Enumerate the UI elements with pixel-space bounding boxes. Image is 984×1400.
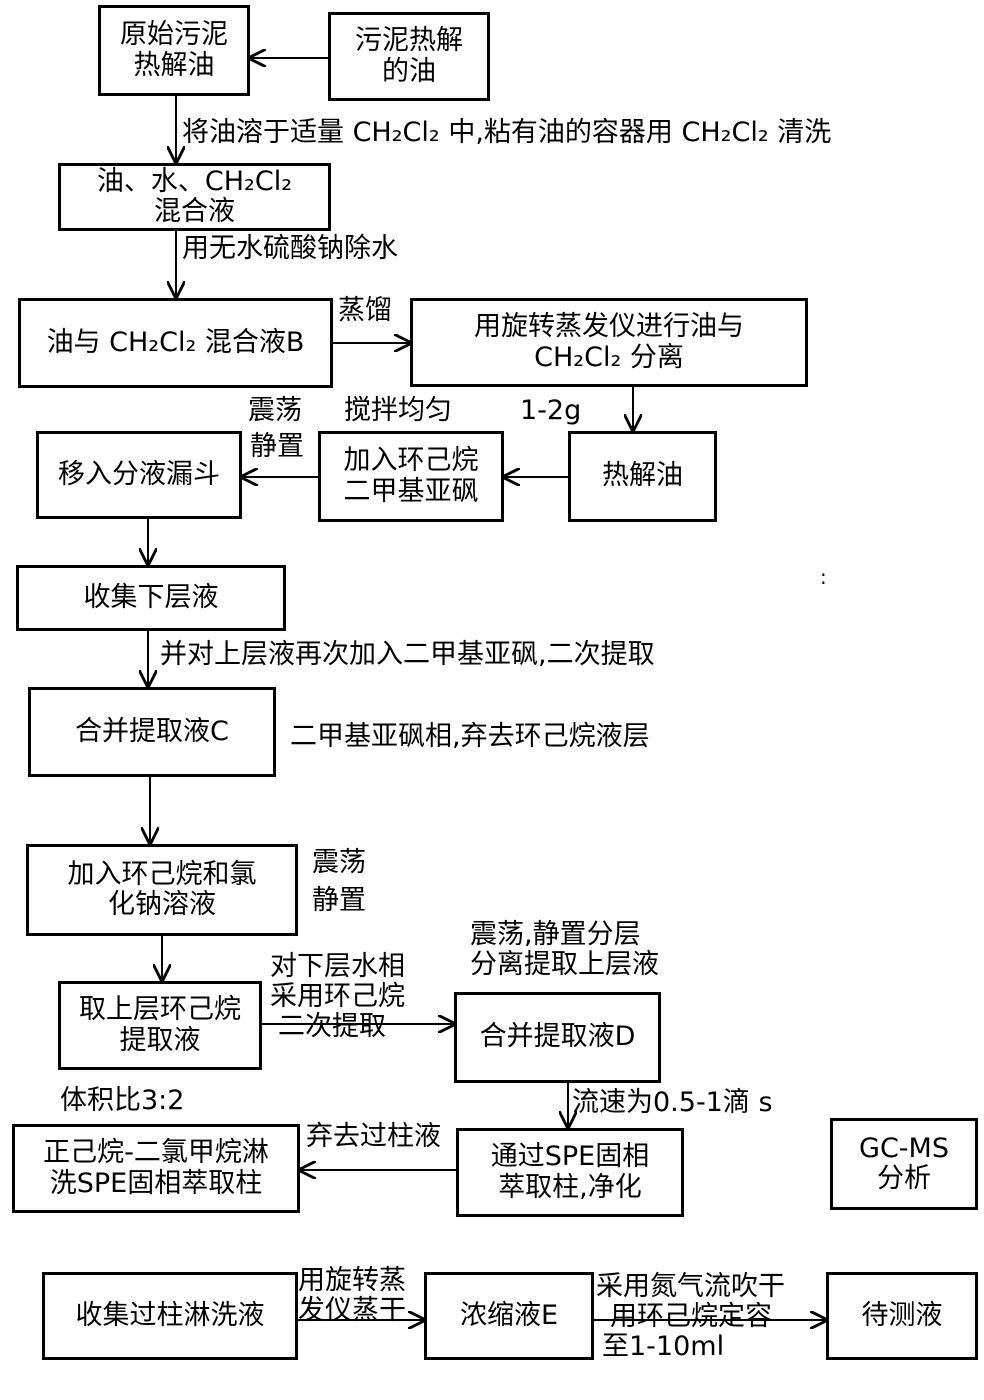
- label-remove-water: 用无水硫酸钠除水: [182, 233, 398, 264]
- node-text: 原始污泥: [120, 19, 228, 51]
- label-stand-2: 静置: [312, 885, 366, 916]
- node-text: 化钠溶液: [108, 889, 216, 920]
- node-text: 油与 CH₂Cl₂ 混合液B: [46, 326, 305, 358]
- node-concentrate-e: 浓缩液E: [424, 1272, 594, 1360]
- node-collect-eluate: 收集过柱淋洗液: [42, 1272, 298, 1360]
- label-line: 发仪蒸干: [298, 1295, 406, 1327]
- label-flow-rate: 流速为0.5-1滴 s: [572, 1087, 773, 1118]
- label-line: 至1-10ml: [602, 1331, 725, 1363]
- node-spe-cleanup: 通过SPE固相萃取柱,净化: [456, 1128, 684, 1217]
- label-line: 采用环己烷: [270, 981, 405, 1013]
- node-text: 热解油: [602, 460, 683, 492]
- node-upper-cyclohexane-extract: 取上层环己烷提取液: [58, 981, 262, 1070]
- label-colon-mark: :: [820, 565, 827, 589]
- node-mixture-b: 油与 CH₂Cl₂ 混合液B: [18, 298, 333, 388]
- node-text: 合并提取液D: [479, 1021, 636, 1053]
- label-aqueous-reextract: 对下层水相 采用环己烷 二次提取: [270, 951, 405, 1043]
- node-text: 正己烷-二氯甲烷淋: [43, 1137, 269, 1169]
- node-text: CH₂Cl₂ 分离: [534, 341, 684, 373]
- node-sludge-pyrolysis-oil: 污泥热解的油: [328, 12, 490, 101]
- node-separatory-funnel: 移入分液漏斗: [36, 431, 242, 519]
- label-line: 二次提取: [278, 1011, 386, 1043]
- node-text: 污泥热解: [355, 25, 463, 57]
- label-second-extraction: 并对上层液再次加入二甲基亚砜,二次提取: [160, 639, 655, 670]
- node-text: 萃取柱,净化: [498, 1171, 642, 1203]
- node-text: 加入环己烷和氯: [67, 858, 257, 890]
- node-raw-sludge-pyrolysis-oil: 原始污泥热解油: [98, 5, 250, 96]
- node-text: 加入环己烷: [343, 445, 479, 477]
- label-distill: 蒸馏: [338, 295, 392, 326]
- node-combined-extract-d: 合并提取液D: [454, 992, 661, 1083]
- node-text: GC-MS: [859, 1132, 949, 1164]
- node-text: 通过SPE固相: [490, 1141, 650, 1173]
- node-text: 收集过柱淋洗液: [75, 1299, 265, 1331]
- label-rotary-dry: 用旋转蒸 发仪蒸干: [298, 1265, 406, 1327]
- label-stir-evenly: 搅拌均匀: [344, 395, 452, 426]
- label-volume-ratio: 体积比3:2: [60, 1085, 185, 1116]
- node-add-cyclohexane-dmso: 加入环己烷二甲基亚砜: [318, 431, 504, 522]
- node-text: 二甲基亚砜: [343, 475, 479, 507]
- node-pyrolysis-oil: 热解油: [568, 431, 717, 522]
- label-shake: 震荡: [248, 395, 302, 426]
- node-combined-extract-c: 合并提取液C: [28, 687, 276, 777]
- node-text: 待测液: [861, 1299, 943, 1331]
- node-add-cyclohexane-nacl: 加入环己烷和氯化钠溶液: [26, 844, 298, 936]
- label-stand: 静置: [250, 431, 304, 462]
- label-nitrogen-dry-constant-volume: 采用氮气流吹干 用环己烷定容 至1-10ml: [596, 1271, 785, 1363]
- label-layer-separation: 震荡,静置分层 分离提取上层液: [470, 919, 659, 981]
- label-line: 采用氮气流吹干: [596, 1271, 785, 1302]
- label-line: 震荡,静置分层: [470, 919, 641, 950]
- node-text: 取上层环己烷: [79, 994, 241, 1026]
- label-dmso-phase: 二甲基亚砜相,弃去环己烷液层: [290, 721, 650, 752]
- node-text: 提取液: [119, 1024, 201, 1056]
- node-text: 热解油: [133, 49, 215, 81]
- label-line: 用旋转蒸: [298, 1265, 406, 1296]
- node-text: 移入分液漏斗: [58, 458, 220, 490]
- node-test-solution: 待测液: [826, 1272, 978, 1360]
- label-discard-effluent: 弃去过柱液: [306, 1121, 441, 1152]
- node-spe-elution: 正己烷-二氯甲烷淋洗SPE固相萃取柱: [12, 1124, 300, 1213]
- label-line: 用环己烷定容: [610, 1301, 772, 1333]
- label-shake-2: 震荡: [312, 847, 366, 878]
- node-text: 用旋转蒸发仪进行油与: [474, 311, 744, 343]
- node-text: 收集下层液: [83, 581, 219, 613]
- node-text: 浓缩液E: [459, 1299, 559, 1331]
- node-text: 分析: [876, 1163, 931, 1194]
- label-line: 分离提取上层液: [470, 949, 659, 981]
- label-dissolve-in-dcm: 将油溶于适量 CH₂Cl₂ 中,粘有油的容器用 CH₂Cl₂ 清洗: [182, 117, 832, 148]
- node-text: 油、水、CH₂Cl₂: [96, 165, 293, 197]
- node-text: 混合液: [153, 196, 235, 227]
- node-text: 洗SPE固相萃取柱: [49, 1167, 263, 1199]
- label-mass-1-2g: 1-2g: [520, 395, 582, 426]
- node-collect-lower-layer: 收集下层液: [16, 565, 286, 631]
- node-text: 的油: [382, 55, 436, 87]
- label-line: 对下层水相: [270, 951, 405, 982]
- node-text: 合并提取液C: [75, 715, 229, 747]
